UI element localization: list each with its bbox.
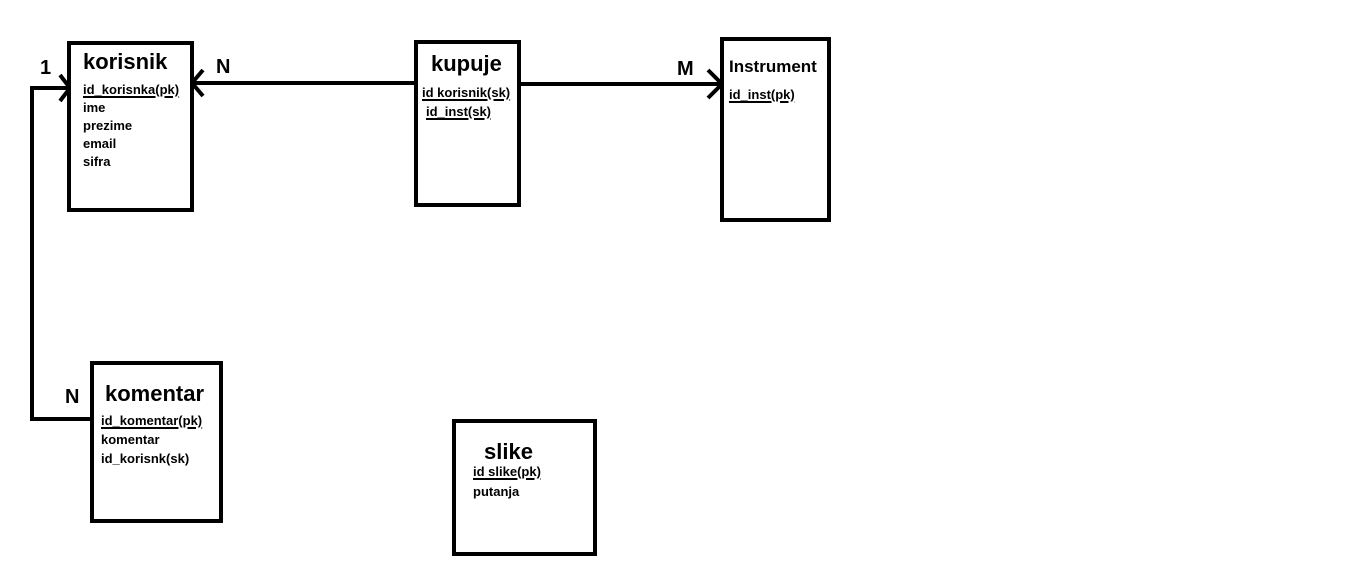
entity-title-instrument: Instrument (729, 57, 817, 76)
attribute-fk: id_korisnk(sk) (101, 451, 190, 466)
attribute-pk: id slike(pk) (473, 464, 541, 479)
attribute: komentar (101, 432, 160, 447)
cardinality-label-n-komentar: N (65, 386, 80, 408)
attribute-fk: id_inst(sk) (426, 104, 492, 119)
attribute-fk: id korisnik(sk) (422, 85, 511, 100)
entity-title-komentar: komentar (105, 381, 205, 406)
entity-title-korisnik: korisnik (83, 49, 168, 74)
entity-korisnik[interactable]: korisnik id_korisnka(pk) ime prezime ema… (67, 41, 194, 212)
attribute: ime (83, 100, 106, 115)
korisnik-komentar-connector (30, 86, 92, 421)
cardinality-label-1: 1 (40, 57, 52, 79)
attribute-pk: id_komentar(pk) (101, 413, 203, 428)
attribute: prezime (83, 118, 133, 133)
entity-title-kupuje: kupuje (431, 51, 502, 76)
attribute-pk: id_inst(pk) (729, 87, 795, 102)
attribute: sifra (83, 154, 111, 169)
entity-instrument[interactable]: Instrument id_inst(pk) (720, 37, 831, 222)
cardinality-label-n-kupuje: N (216, 56, 231, 78)
attribute: email (83, 136, 117, 151)
attribute-pk: id_korisnka(pk) (83, 82, 180, 97)
attribute: putanja (473, 484, 520, 499)
cardinality-label-m: M (677, 58, 694, 80)
entity-komentar[interactable]: komentar id_komentar(pk) komentar id_kor… (90, 361, 223, 523)
entity-kupuje[interactable]: kupuje id korisnik(sk) id_inst(sk) (414, 40, 521, 207)
entity-title-slike: slike (484, 439, 533, 464)
entity-slike[interactable]: slike id slike(pk) putanja (452, 419, 597, 556)
